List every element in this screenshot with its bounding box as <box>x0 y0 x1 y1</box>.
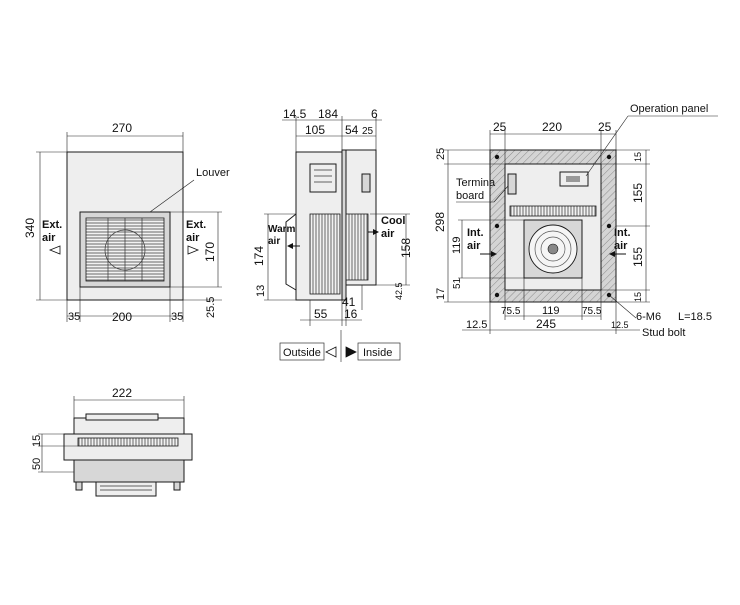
ext-air-left-line2: air <box>42 232 56 244</box>
dim-rear-15-top: 15 <box>633 152 643 162</box>
dim-rear-25-right: 25 <box>598 120 612 134</box>
fan-outline <box>104 229 146 271</box>
dim-front-25-5: 25.5 <box>205 297 217 318</box>
dim-side-14-5: 14.5 <box>283 107 307 121</box>
outside-label: Outside <box>283 347 321 359</box>
side-outer-fins <box>309 213 341 295</box>
terminal-board-line2: board <box>456 190 484 202</box>
bolt-length-label: L=18.5 <box>678 311 712 323</box>
top-view-bracket <box>95 481 157 497</box>
warm-air-line2: air <box>268 236 280 247</box>
dim-side-13: 13 <box>255 285 267 297</box>
outside-arrow-icon <box>325 346 337 358</box>
stud-bolt-icon <box>494 223 500 229</box>
dim-rear-298: 298 <box>433 212 447 232</box>
dim-top-50: 50 <box>31 458 43 470</box>
terminal-board-line1: Termina <box>456 177 496 189</box>
dim-front-35-right: 35 <box>171 311 183 323</box>
dim-top-222: 222 <box>112 386 132 400</box>
dim-rear-17: 17 <box>435 288 447 300</box>
top-view-lower <box>73 459 185 483</box>
dim-rear-155-b: 155 <box>631 247 645 267</box>
stud-bolt-label: Stud bolt <box>642 327 685 339</box>
dim-front-200: 200 <box>112 310 132 324</box>
dim-rear-12-5-a: 12.5 <box>466 319 487 331</box>
rear-fin-strip <box>509 205 597 217</box>
int-air-right-line2: air <box>614 240 628 252</box>
stud-bolt-icon <box>606 154 612 160</box>
dim-rear-75-5-b: 75.5 <box>582 306 602 317</box>
dim-side-42-5: 42.5 <box>394 282 404 300</box>
ext-air-right-line2: air <box>186 232 200 244</box>
dim-rear-119-side: 119 <box>451 236 463 254</box>
dim-side-54: 54 <box>345 123 359 137</box>
inside-label: Inside <box>363 347 392 359</box>
dim-rear-12-5-b: 12.5 <box>611 320 629 330</box>
ext-air-left-line1: Ext. <box>42 219 62 231</box>
int-air-left-line2: air <box>467 240 481 252</box>
dim-side-25: 25 <box>362 126 374 137</box>
stud-bolt-icon <box>494 154 500 160</box>
dim-side-55: 55 <box>314 307 328 321</box>
dim-side-16: 16 <box>344 307 358 321</box>
dim-rear-119: 119 <box>542 305 560 317</box>
top-view: 222 15 50 <box>31 386 193 497</box>
terminal-board-unit <box>507 173 517 195</box>
bolt-spec-label: 6-M6 <box>636 311 661 323</box>
dim-rear-25-side: 25 <box>435 148 447 160</box>
dim-front-35-left: 35 <box>68 311 80 323</box>
side-inner-fins <box>345 213 369 281</box>
dim-rear-245: 245 <box>536 317 556 331</box>
stud-bolt-icon <box>494 292 500 298</box>
arrow-in-left-icon <box>48 245 61 255</box>
dim-rear-155-a: 155 <box>631 183 645 203</box>
dim-rear-15-bottom: 15 <box>633 292 643 302</box>
front-view: 270 340 Ext. air Ext. air Louver 170 25.… <box>23 121 230 324</box>
cool-air-line1: Cool <box>381 215 405 227</box>
dim-rear-51: 51 <box>452 277 463 289</box>
outside-box <box>279 342 325 361</box>
rear-view: 25 220 25 Operation panel Termina board … <box>433 103 718 339</box>
stud-bolt-icon <box>606 223 612 229</box>
dim-rear-220: 220 <box>542 120 562 134</box>
side-view: 14.5 184 6 105 54 25 174 13 Warm air Coo… <box>252 107 413 362</box>
int-air-left-line1: Int. <box>467 227 484 239</box>
int-air-right-line1: Int. <box>614 227 631 239</box>
dim-side-174: 174 <box>252 246 266 266</box>
dim-rear-75-5-a: 75.5 <box>501 306 521 317</box>
inside-arrow-icon <box>345 346 357 358</box>
dim-side-41: 41 <box>342 295 356 309</box>
dim-front-170: 170 <box>203 242 217 262</box>
louver-label: Louver <box>196 167 230 179</box>
operation-panel-label: Operation panel <box>630 103 708 115</box>
warm-air-line1: Warm <box>268 224 296 235</box>
dim-side-158: 158 <box>399 238 413 258</box>
arrow-out-right-icon <box>187 245 200 255</box>
inside-box <box>357 342 401 361</box>
dim-top-15: 15 <box>31 435 43 447</box>
dim-front-270: 270 <box>112 121 132 135</box>
top-view-fins <box>77 437 179 447</box>
ext-air-right-line1: Ext. <box>186 219 206 231</box>
dim-side-105: 105 <box>305 123 325 137</box>
dim-front-340: 340 <box>23 218 37 238</box>
dim-side-184: 184 <box>318 107 338 121</box>
side-mount-plate <box>341 149 347 301</box>
dim-side-6: 6 <box>371 107 378 121</box>
dim-rear-25-left: 25 <box>493 120 507 134</box>
cool-air-line2: air <box>381 228 395 240</box>
side-top-cover <box>309 163 337 193</box>
